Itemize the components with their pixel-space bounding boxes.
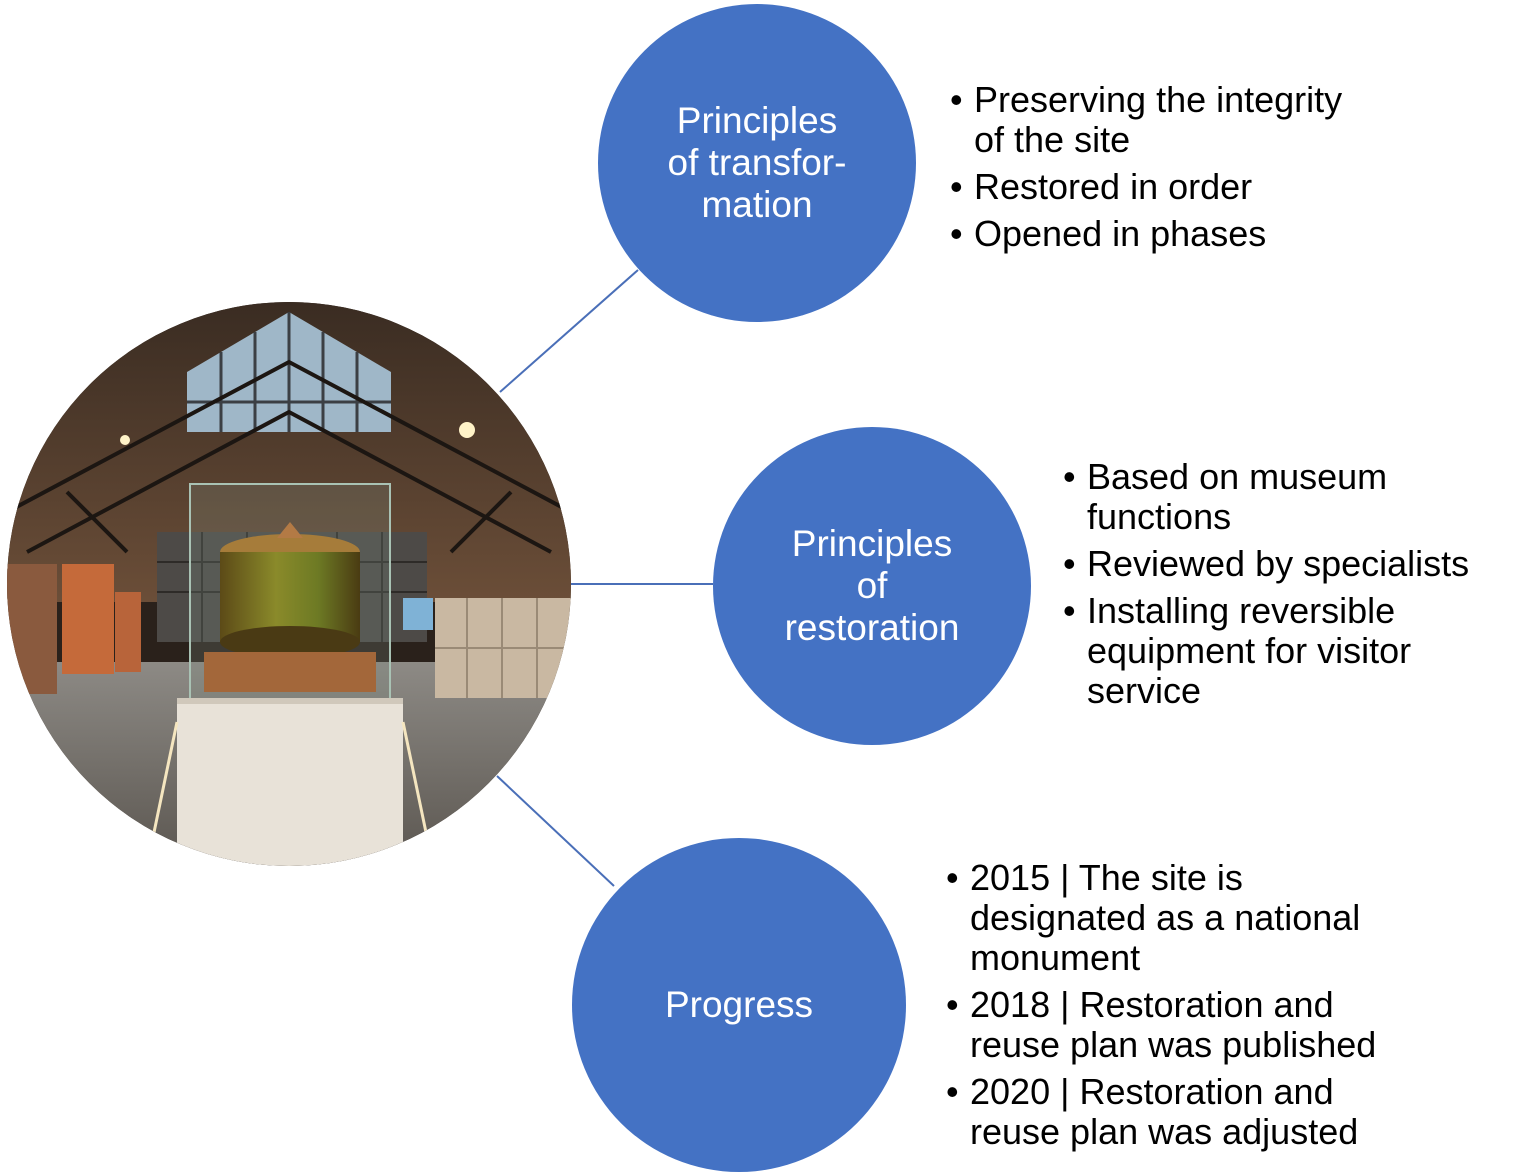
node-principles-of-restoration: Principles of restoration [713,427,1031,745]
connector-to-progress [496,775,615,887]
node-principles-of-transformation: Principles of transfor- mation [598,4,916,322]
restoration-bullet-list: Based on museum functions Reviewed by sp… [1060,457,1512,718]
list-item: 2020 | Restoration and reuse plan was ad… [943,1072,1503,1152]
list-item: Opened in phases [947,214,1467,255]
progress-bullet-list: 2015 | The site is designated as a natio… [943,858,1503,1159]
list-item: Restored in order [947,167,1467,208]
list-item: Reviewed by specialists [1060,544,1512,585]
list-item: 2018 | Restoration and reuse plan was pu… [943,985,1503,1065]
node-progress: Progress [572,838,906,1172]
list-item: 2015 | The site is designated as a natio… [943,858,1503,978]
list-item: Preserving the integrity of the site [947,80,1467,160]
node-label: Principles of transfor- mation [667,100,847,225]
museum-hall-photo [7,302,571,866]
node-label: Principles of restoration [784,523,960,648]
transformation-bullet-list: Preserving the integrity of the site Res… [947,80,1467,261]
node-label: Progress [664,984,814,1025]
list-item: Based on museum functions [1060,457,1512,537]
connector-to-transformation [499,269,639,393]
list-item: Installing reversible equipment for visi… [1060,591,1512,711]
museum-hall-illustration [7,302,571,866]
